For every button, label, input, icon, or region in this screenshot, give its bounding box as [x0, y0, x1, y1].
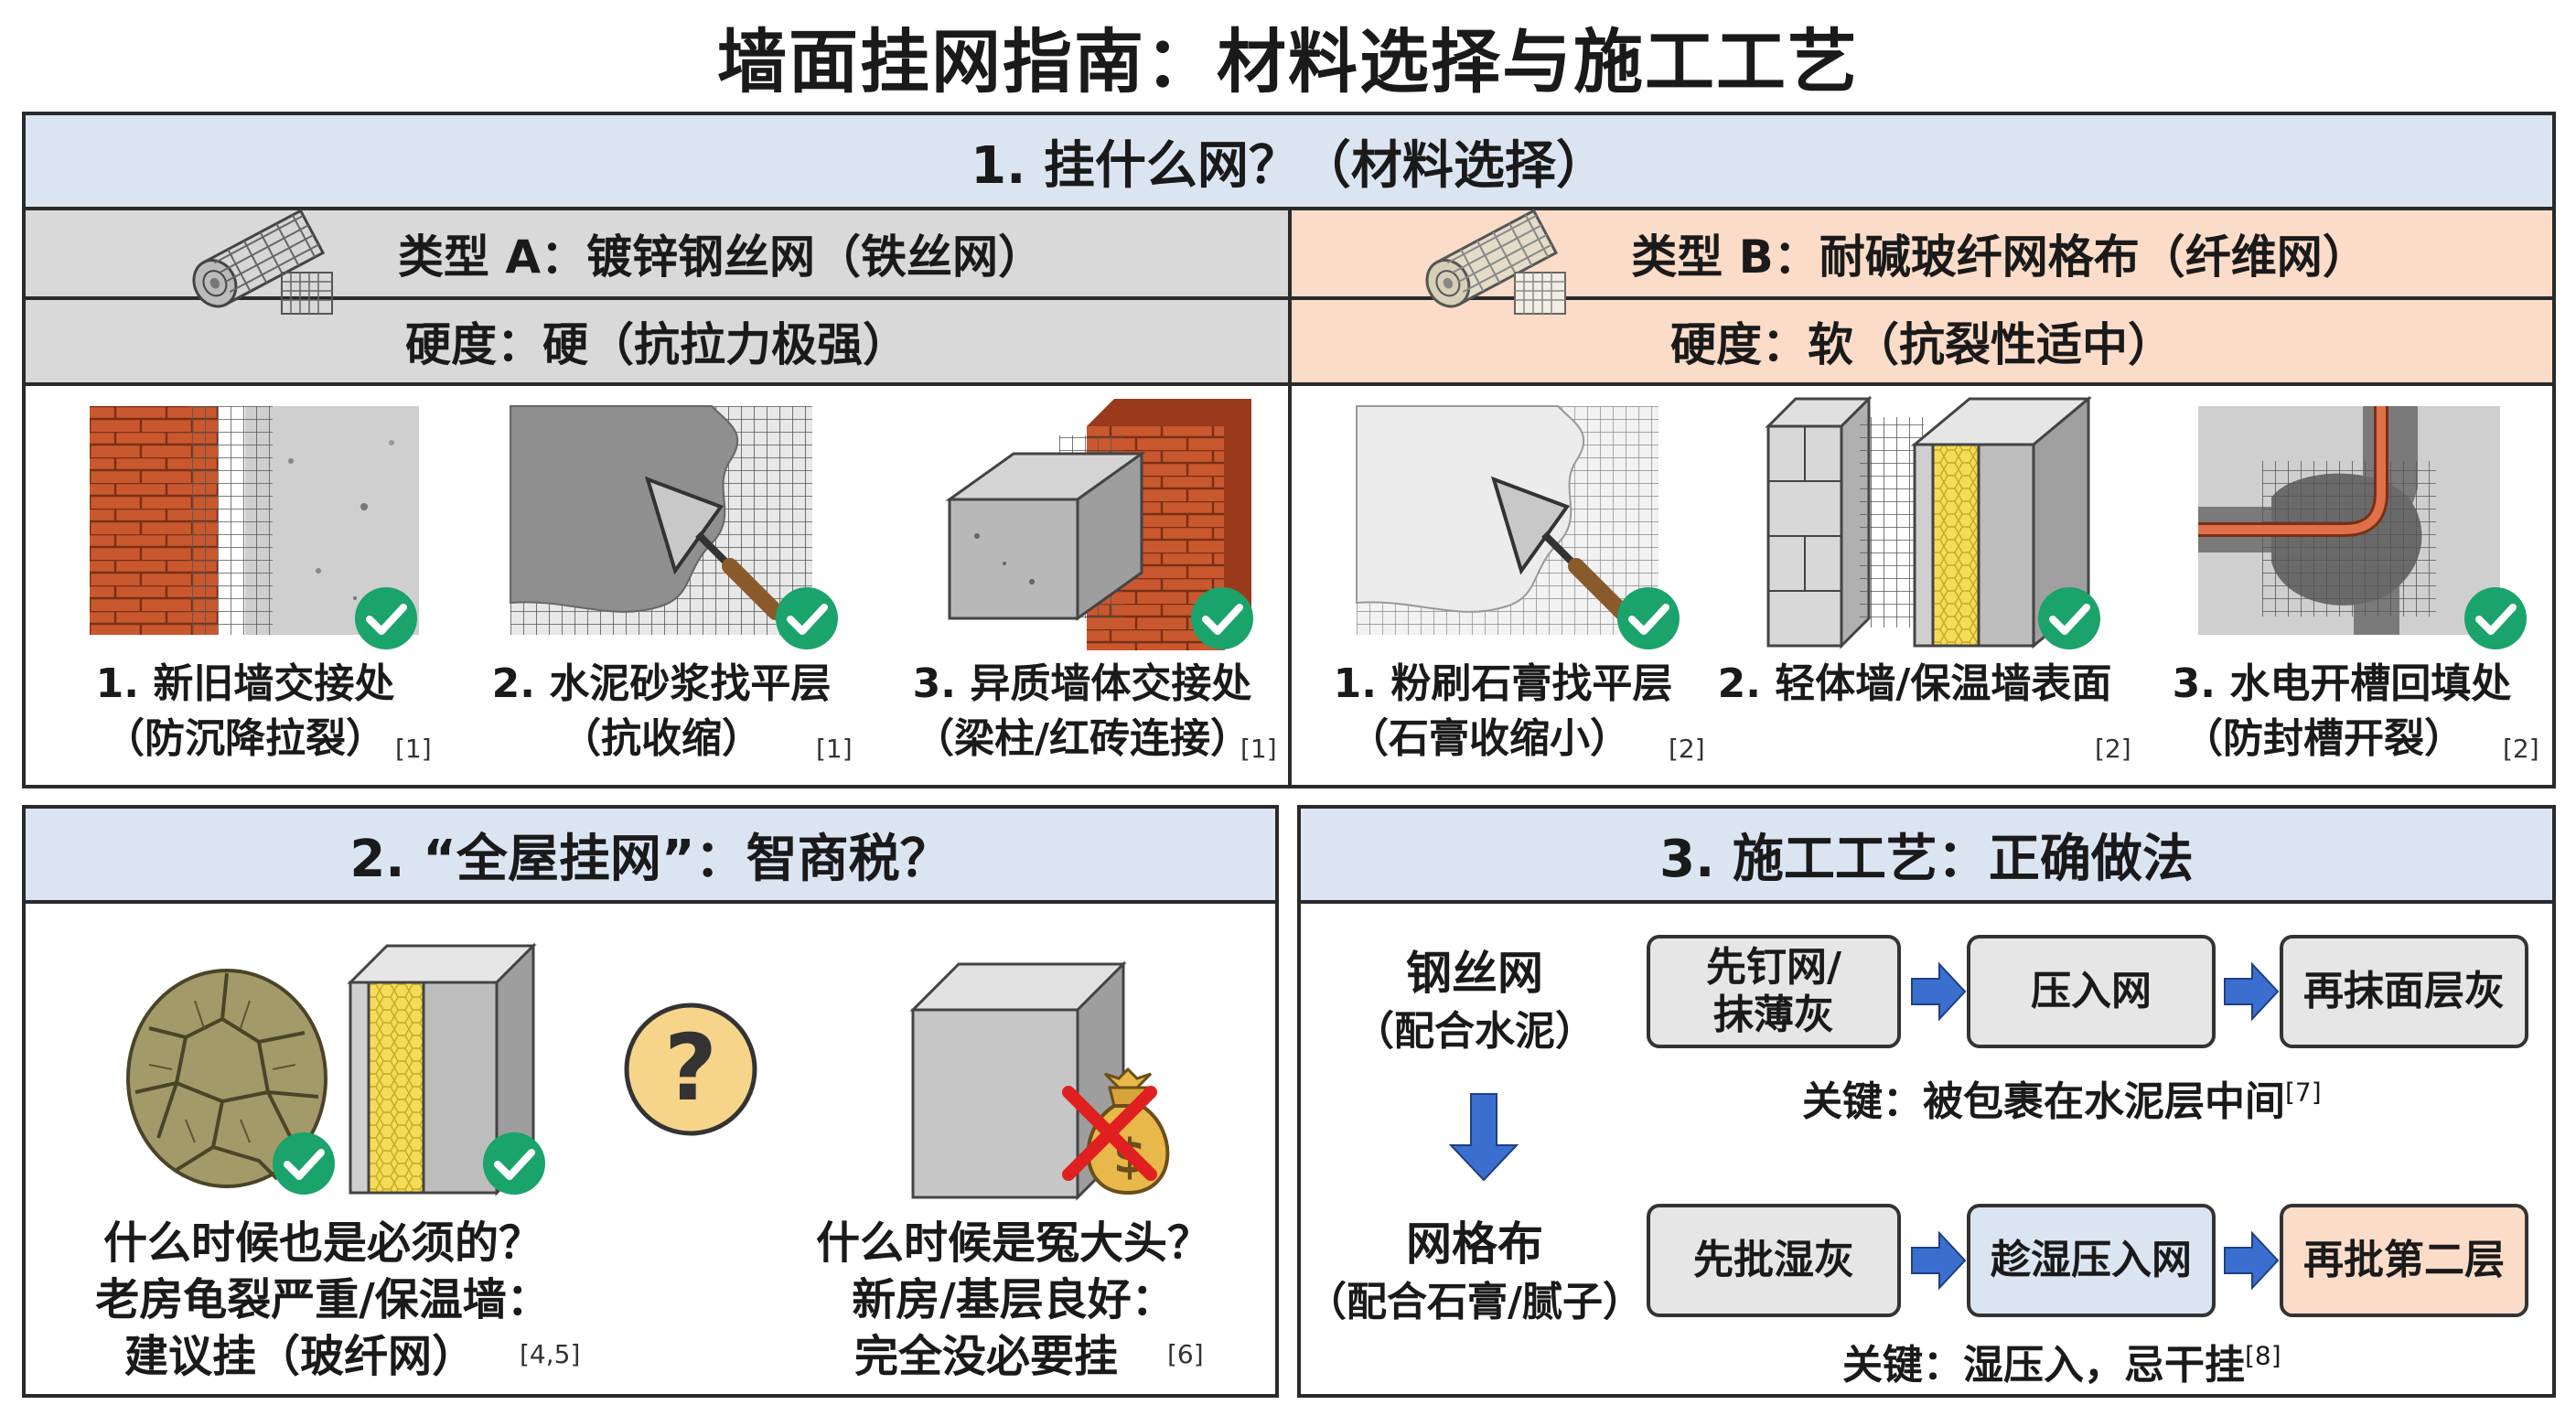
section2-right-line2: 新房/基层良好： — [852, 1274, 1175, 1325]
section-material-choice: 1. 挂什么网？（材料选择） 类型 A：镀锌钢丝网（铁丝网） 硬度：硬（抗拉力极… — [22, 112, 2556, 788]
typeB-name: 类型 B：耐碱玻纤网格布（纤维网） — [1631, 231, 2368, 284]
section2-right-ref: [6] — [1167, 1339, 1204, 1369]
typeB-use-3-line2: （防封槽开裂） — [2183, 715, 2464, 762]
typeA-hardness: 硬度：硬（抗拉力极强） — [26, 300, 1288, 382]
divider — [1301, 900, 2552, 904]
typeA-use-3-line1: 3. 异质墙体交接处 — [912, 660, 1252, 707]
illustration-heterogeneous-wall — [945, 399, 1251, 650]
section2-left-line3: 建议挂（玻纤网） — [123, 1331, 476, 1382]
mesh-step-2: 趁湿压入网 — [1967, 1204, 2216, 1317]
section-whole-house-mesh: 2. “全屋挂网”：智商税？ ? $ 什么时候也是必须的？ 老房龟裂严重/保温墙… — [22, 805, 1279, 1398]
section-construction-process: 3. 施工工艺：正确做法 钢丝网 （配合水泥） 先钉网/ 抹薄灰 压入网 再抹面… — [1297, 805, 2556, 1398]
section2-left-line1: 什么时候也是必须的？ — [102, 1217, 542, 1269]
section2-header: 2. “全屋挂网”：智商税？ — [26, 809, 1275, 900]
typeA-use-2-ref: [1] — [816, 734, 853, 764]
check-icon — [355, 587, 417, 649]
mesh-key-text: 关键：湿压入，忌干挂 — [1842, 1342, 2245, 1389]
question-icon: ? — [624, 1003, 757, 1136]
mesh-sublabel: （配合石膏/腻子） — [1305, 1279, 1644, 1325]
section2-right-line1: 什么时候是冤大头？ — [815, 1217, 1211, 1269]
cracked-wall-icon — [126, 969, 327, 1188]
section1-header: 1. 挂什么网？（材料选择） — [26, 115, 2552, 207]
steel-mesh-roll-icon — [192, 209, 333, 315]
typeB-hardness: 硬度：软（抗裂性适中） — [1292, 300, 2552, 382]
typeA-use-1-line2: （防沉降拉裂） — [104, 715, 386, 762]
typeB-use-1-line2: （石膏收缩小） — [1348, 715, 1630, 762]
arrow-right-icon — [1911, 961, 1967, 1022]
page-title: 墙面挂网指南：材料选择与施工工艺 — [717, 21, 1859, 102]
section2-left-ref: [4,5] — [520, 1339, 581, 1369]
arrow-right-icon — [2224, 1230, 2280, 1291]
mesh-key-ref: [8] — [2245, 1340, 2281, 1371]
typeB-use-2-ref: [2] — [2095, 734, 2131, 764]
steel-step-2: 压入网 — [1967, 935, 2216, 1048]
cross-icon — [1062, 1086, 1157, 1181]
check-icon — [483, 1132, 545, 1195]
arrow-right-icon — [2224, 961, 2280, 1022]
steel-step-1: 先钉网/ 抹薄灰 — [1647, 935, 1901, 1048]
illustration-channel-refill — [2198, 406, 2500, 635]
check-icon — [1617, 587, 1680, 649]
divider — [26, 207, 2552, 210]
illustration-gypsum-leveling — [1356, 405, 1658, 635]
arrow-right-icon — [1911, 1230, 1967, 1291]
question-mark-glyph: ? — [664, 1014, 717, 1121]
typeA-use-2-line1: 2. 水泥砂浆找平层 — [491, 660, 832, 707]
check-icon — [2464, 587, 2527, 649]
typeA-use-2-line2: （抗收缩） — [561, 715, 762, 762]
section2-right-line3: 完全没必要挂 — [853, 1331, 1118, 1382]
typeB-use-1-line1: 1. 粉刷石膏找平层 — [1333, 660, 1673, 707]
typeB-use-3-line1: 3. 水电开槽回填处 — [2172, 660, 2512, 707]
typeA-name: 类型 A：镀锌钢丝网（铁丝网） — [397, 231, 1045, 284]
divider — [26, 900, 1275, 904]
divider — [1288, 210, 1292, 785]
steel-step-3: 再抹面层灰 — [2280, 935, 2528, 1048]
typeA-use-1-line1: 1. 新旧墙交接处 — [95, 660, 395, 707]
typeB-use-1-ref: [2] — [1669, 734, 1705, 764]
mesh-step-3: 再批第二层 — [2280, 1204, 2528, 1317]
arrow-down-icon — [1448, 1093, 1519, 1182]
steel-label: 钢丝网 — [1406, 947, 1543, 1000]
typeA-use-3-ref: [1] — [1240, 734, 1277, 764]
mesh-label: 网格布 — [1406, 1217, 1543, 1271]
check-icon — [273, 1132, 335, 1195]
typeB-use-2-line1: 2. 轻体墙/保温墙表面 — [1717, 660, 2112, 707]
good-wall-icon — [909, 960, 1127, 1201]
check-icon — [2038, 587, 2100, 649]
steel-key: 关键：被包裹在水泥层中间[7] — [1802, 1068, 2322, 1127]
steel-sublabel: （配合水泥） — [1354, 1008, 1595, 1055]
typeA-use-1-ref: [1] — [395, 734, 432, 764]
section3-header: 3. 施工工艺：正确做法 — [1301, 809, 2552, 900]
check-icon — [1191, 587, 1253, 649]
mesh-key: 关键：湿压入，忌干挂[8] — [1842, 1332, 2281, 1390]
steel-key-ref: [7] — [2285, 1077, 2322, 1108]
fiber-mesh-roll-icon — [1425, 209, 1566, 315]
steel-step-1-text: 先钉网/ 抹薄灰 — [1705, 944, 1842, 1038]
insulation-panel-icon — [347, 942, 537, 1196]
steel-key-text: 关键：被包裹在水泥层中间 — [1802, 1078, 2285, 1125]
illustration-cement-leveling — [510, 405, 812, 635]
mesh-step-1: 先批湿灰 — [1647, 1204, 1901, 1317]
typeB-use-3-ref: [2] — [2503, 734, 2539, 764]
check-icon — [776, 587, 838, 649]
typeA-use-3-line2: （梁柱/红砖连接） — [913, 715, 1251, 762]
section2-left-line2: 老房龟裂严重/保温墙： — [95, 1274, 551, 1325]
illustration-insulated-wall — [1765, 395, 2093, 649]
